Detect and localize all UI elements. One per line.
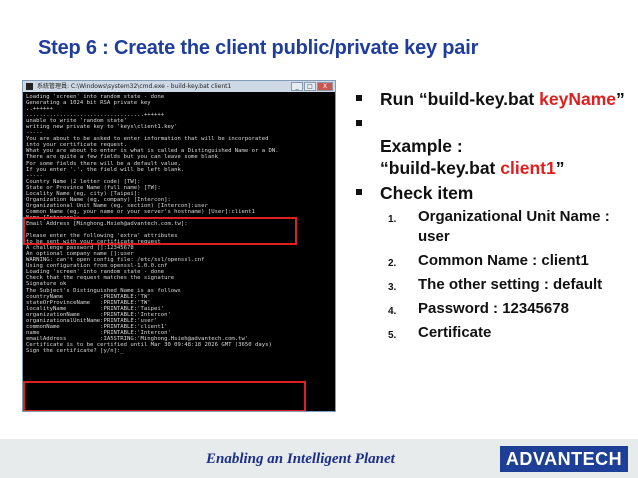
advantech-logo: ADVANTECH	[500, 446, 628, 472]
console-line: ..++++++	[26, 106, 53, 113]
console-line: stateOrProvinceName :PRINTABLE:'TW'	[26, 299, 151, 306]
console-line: You are about to be asked to enter infor…	[26, 136, 269, 143]
bullet-list: Run “build-key.bat keyName” Example : “b…	[354, 88, 634, 347]
console-line: What you are about to enter is what is c…	[26, 148, 279, 155]
bullet-check-item: Check item	[354, 182, 634, 204]
console-line: Email Address [Minghong.Hsieh@advantech.…	[26, 220, 188, 227]
footer-tagline: Enabling an Intelligent Planet	[206, 451, 395, 467]
check-item: 1.Organizational Unit Name : user	[388, 208, 610, 245]
console-line: countryName :PRINTABLE:'TW'	[26, 293, 151, 300]
bullet-marker	[356, 120, 362, 126]
bullet-example: Example : “build-key.bat client1”	[354, 113, 634, 179]
console-line: Please enter the following 'extra' attri…	[26, 233, 178, 240]
console-line: Locality Name (eg, city) [Taipei]:	[26, 190, 141, 197]
bullet-marker	[356, 189, 362, 195]
console-line: writing new private key to 'keys\client1…	[26, 124, 178, 131]
console-line: -----	[26, 130, 43, 137]
check-item: 5.Certificate	[388, 324, 492, 341]
close-button[interactable]: X	[317, 82, 333, 91]
console-line: Generating a 1024 bit RSA private key	[26, 100, 151, 107]
console-line: commonName :PRINTABLE:'client1'	[26, 323, 168, 330]
check-item: 2.Common Name : client1	[388, 252, 589, 269]
console-line: -----	[26, 172, 43, 179]
console-output: Loading 'screen' into random state - don…	[26, 94, 332, 411]
console-line: An optional company name []:user	[26, 251, 134, 258]
console-line: Organizational Unit Name (eg, section) […	[26, 202, 208, 209]
console-line: If you enter '.', the field will be left…	[26, 166, 185, 173]
console-line: organizationName :PRINTABLE:'Intercon'	[26, 311, 171, 318]
console-line: A challenge password []:12345678	[26, 245, 134, 252]
console-line: Country Name (2 letter code) [TW]:	[26, 178, 141, 185]
console-window-title: 系統管理員: C:\Windows\system32\cmd.exe - bui…	[37, 83, 232, 90]
console-line: Using configuration from openssl-1.0.0.c…	[26, 263, 168, 270]
console-line: The Subject's Distinguished Name is as f…	[26, 287, 181, 294]
bullet-run: Run “build-key.bat keyName”	[354, 88, 634, 110]
console-line: into your certificate request.	[26, 142, 128, 149]
console-line: Common Name (eg, your name or your serve…	[26, 208, 256, 215]
console-line: Loading 'screen' into random state - don…	[26, 94, 165, 100]
console-line: to be sent with your certificate request	[26, 239, 161, 246]
console-line: Loading 'screen' into random state - don…	[26, 269, 165, 276]
console-line: There are quite a few fields but you can…	[26, 154, 218, 161]
console-line: emailAddress :IA5STRING:'Minghong.Hsieh@…	[26, 335, 249, 342]
check-item: 3.The other setting : default	[388, 276, 603, 293]
console-line: organizationalUnitName:PRINTABLE:'user'	[26, 317, 158, 324]
bullet-marker	[356, 95, 362, 101]
console-line: name :PRINTABLE:'Intercon'	[26, 329, 171, 336]
console-line: localityName :PRINTABLE:'Taipei'	[26, 305, 165, 312]
console-line: Certificate is to be certified until Mar…	[26, 341, 272, 348]
cmd-icon	[26, 83, 33, 90]
highlight-box-dn-fields	[23, 217, 297, 245]
console-line: Signature ok	[26, 281, 67, 288]
console-line: For some fields there will be a default …	[26, 160, 181, 167]
console-titlebar[interactable]: 系統管理員: C:\Windows\system32\cmd.exe - bui…	[23, 81, 335, 92]
console-line: WARNING: can't open config file: /etc/ss…	[26, 257, 205, 264]
slide-title: Step 6 : Create the client public/privat…	[38, 37, 479, 59]
highlight-box-certificate	[23, 381, 306, 411]
maximize-button[interactable]: □	[304, 82, 316, 91]
console-line: ...................................+++++…	[26, 112, 165, 119]
console-line: unable to write 'random state'	[26, 118, 128, 125]
console-line: State or Province Name (full name) [TW]:	[26, 184, 161, 191]
console-window[interactable]: 系統管理員: C:\Windows\system32\cmd.exe - bui…	[22, 80, 336, 412]
check-item: 4.Password : 12345678	[388, 300, 569, 317]
console-line: Check that the request matches the signa…	[26, 275, 175, 282]
console-line: Sign the certificate? [y/n]:_	[26, 347, 124, 354]
minimize-button[interactable]: _	[291, 82, 303, 91]
console-line: Organization Name (eg, company) [Interco…	[26, 196, 171, 203]
